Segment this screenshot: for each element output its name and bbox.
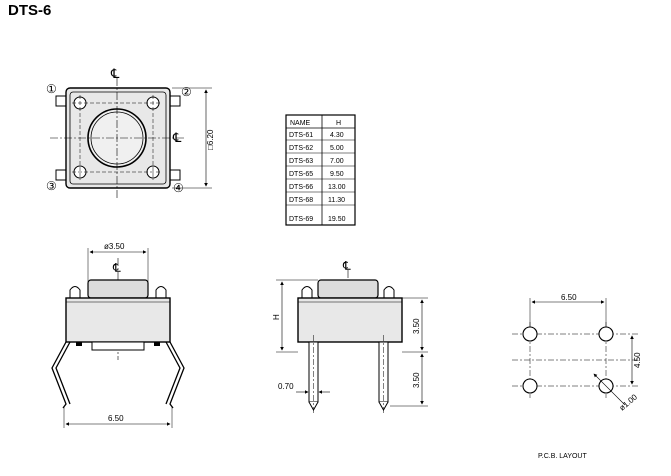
- table-cell: DTS-62: [289, 145, 313, 152]
- pin-number-1: ①: [46, 82, 57, 96]
- pin-number-3: ③: [46, 179, 57, 193]
- dimension-label: 3.50: [412, 318, 421, 334]
- table-cell: DTS-68: [289, 197, 313, 204]
- dimension-label: 6.50: [561, 293, 577, 302]
- table-cell: DTS-66: [289, 184, 313, 191]
- table-cell: 5.00: [330, 145, 344, 152]
- dimension-label: 3.50: [412, 372, 421, 388]
- table-cell: DTS-63: [289, 158, 313, 165]
- lead-left: [51, 341, 71, 409]
- centerline-label: ℄: [110, 66, 120, 81]
- actuator-side: [87, 279, 149, 299]
- front-view: ø3.50 ℄ 6.50: [51, 242, 185, 428]
- dimension-label: 0.70: [278, 382, 294, 391]
- dimension-label: ø1.00: [618, 392, 640, 412]
- table-cell: 13.00: [328, 184, 346, 191]
- switch-body-side: [297, 297, 403, 343]
- dimension-label: H: [272, 314, 281, 320]
- side-view: ℄ H 3.50 3.50 0.70: [272, 259, 428, 415]
- table-cell: 19.50: [328, 216, 346, 223]
- pin-number-2: ②: [181, 85, 192, 99]
- table-cell: DTS-65: [289, 171, 313, 178]
- dimension-label: ø3.50: [104, 242, 125, 251]
- centerline-label: ℄: [112, 261, 121, 275]
- table-cell: DTS-69: [289, 216, 313, 223]
- actuator-side: [317, 279, 379, 299]
- dimension-label: □6.20: [206, 129, 215, 150]
- top-view: ℄ ℄ ① ② ③ ④ □6.20: [46, 66, 215, 198]
- pcb-hole: [598, 326, 614, 342]
- table-cell: DTS-61: [289, 132, 313, 139]
- table-cell: 9.50: [330, 171, 344, 178]
- height-table: NAME H DTS-61 4.30 DTS-62 5.00 DTS-63 7.…: [285, 114, 356, 226]
- pcb-hole: [522, 378, 538, 394]
- centerline-label: ℄: [342, 259, 351, 273]
- dimension-label: 4.50: [633, 352, 642, 368]
- table-cell: 7.00: [330, 158, 344, 165]
- switch-body-front: [65, 297, 171, 343]
- pcb-caption: P.C.B. LAYOUT: [538, 453, 587, 460]
- table-header: H: [336, 120, 341, 127]
- table-header: NAME: [290, 120, 311, 127]
- pcb-layout: 6.50 4.50 ø1.00 P.C.B. LAYOUT: [512, 293, 642, 460]
- pcb-hole: [522, 326, 538, 342]
- table-cell: 4.30: [330, 132, 344, 139]
- dimension-label: 6.50: [108, 414, 124, 423]
- table-cell: 11.30: [328, 197, 345, 204]
- page-title: DTS-6: [8, 2, 52, 19]
- centerline-label: ℄: [172, 130, 182, 145]
- lead-right: [165, 341, 185, 409]
